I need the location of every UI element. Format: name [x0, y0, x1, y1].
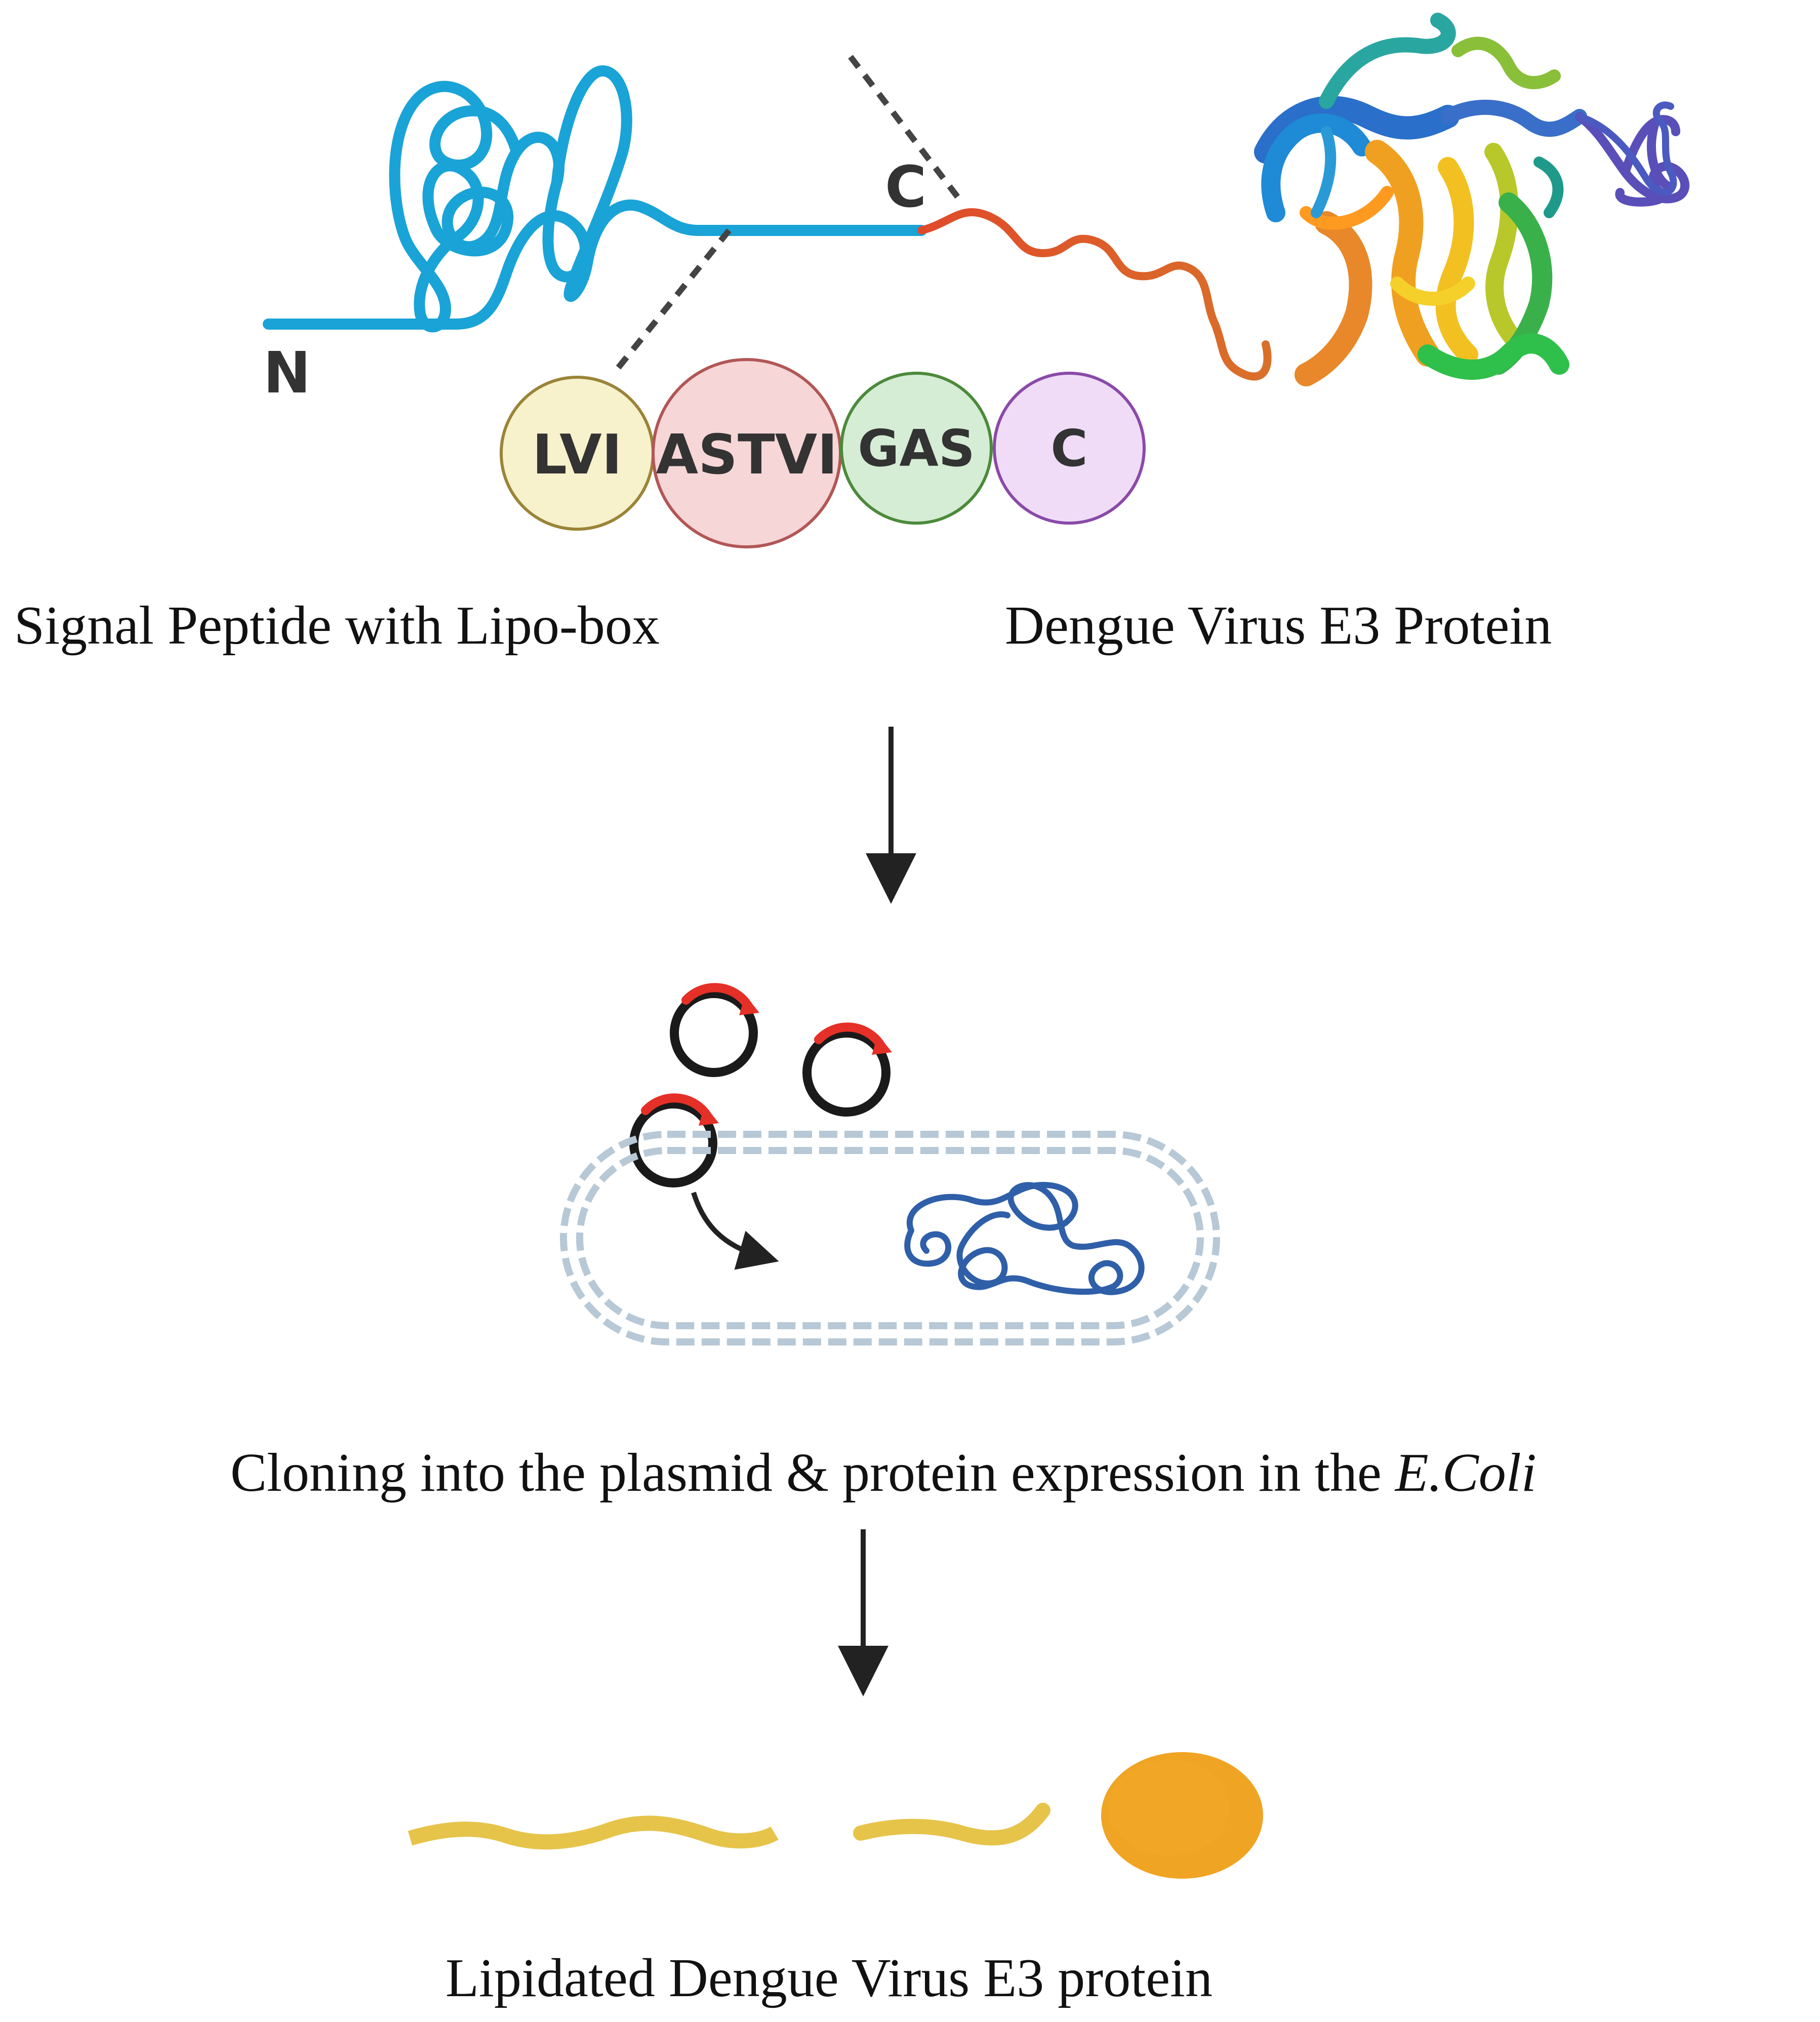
n-terminal-label: N	[263, 340, 311, 406]
plasmid-2	[802, 1022, 892, 1117]
lipid-tail-2	[853, 1803, 1050, 1846]
plasmid-group	[629, 983, 892, 1187]
lipo-box-circle-gas	[840, 372, 993, 525]
signal-peptide-chain	[263, 65, 927, 333]
c-terminal-label: C	[885, 154, 926, 220]
plasmid-3	[629, 1093, 719, 1187]
cleavage-leader-line	[848, 55, 964, 205]
signal-peptide-caption: Signal Peptide with Lipo-box	[14, 596, 660, 656]
e3-protein-caption: Dengue Virus E3 Protein	[1005, 596, 1552, 656]
lipo-box-circle-c	[993, 372, 1146, 525]
lipidated-protein	[408, 1752, 1263, 1879]
bacterial-dna	[904, 1182, 1145, 1295]
cloning-caption: Cloning into the plasmid & protein expre…	[230, 1446, 1536, 1500]
lipo-box-label-gas: GAS	[858, 419, 975, 478]
lipo-box-leader-line	[610, 228, 732, 377]
uptake-arrow	[691, 1192, 779, 1270]
lipid-tail-1	[408, 1815, 779, 1850]
cloning-caption-organism: E.Coli	[1395, 1443, 1536, 1503]
lipo-box-label-lvi: LVI	[532, 423, 622, 487]
lipo-box-label-c: C	[1050, 419, 1087, 478]
e3-protein-structure	[1254, 13, 1689, 386]
lipo-box-sequence: LVI ASTVI GAS C	[500, 358, 1146, 548]
linker-chain	[917, 208, 1272, 381]
final-product-caption: Lipidated Dengue Virus E3 protein	[446, 1948, 1213, 2008]
ecoli-cell	[560, 1131, 1220, 1345]
plasmid-1	[670, 983, 759, 1077]
lipo-box-label-astvi: ASTVI	[656, 423, 838, 487]
cloning-caption-text: Cloning into the plasmid & protein expre…	[230, 1443, 1395, 1503]
